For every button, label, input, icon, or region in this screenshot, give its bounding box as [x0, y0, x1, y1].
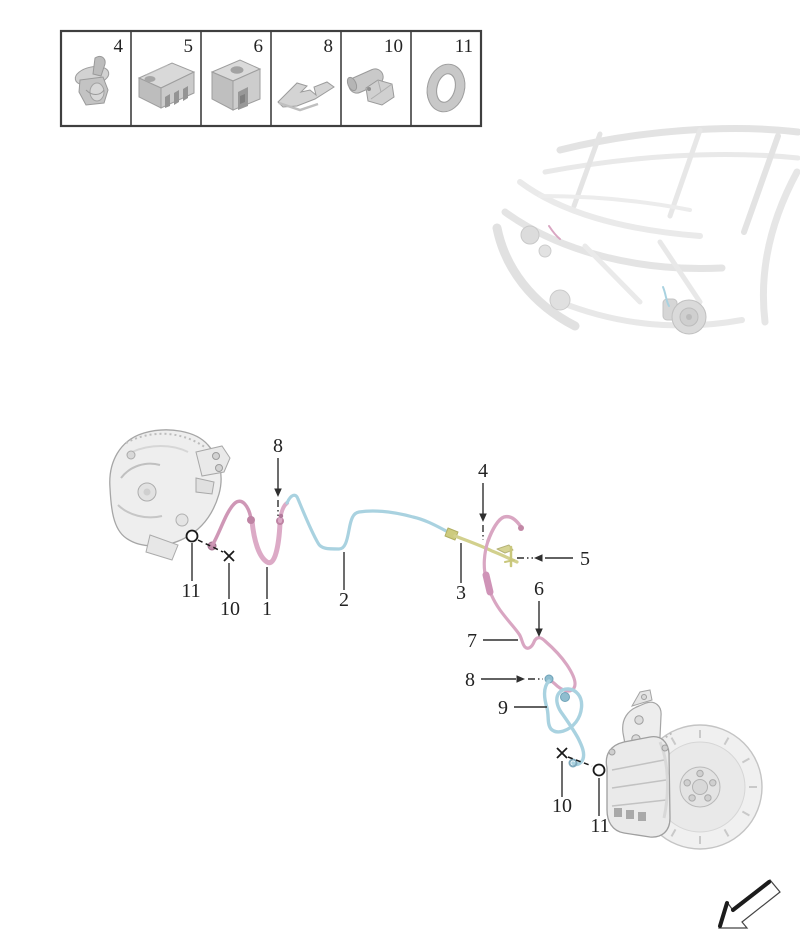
callout-label-9: 9 [498, 697, 508, 719]
legend-number-4: 4 [114, 36, 124, 57]
callout-label-5: 5 [580, 548, 590, 570]
brake-line-7-stub [486, 514, 523, 543]
triple-line-bracket-part-icon [137, 62, 196, 109]
callout-label-4: 4 [478, 460, 488, 482]
hose-retaining-clip-part-icon [74, 55, 110, 106]
brake-hose-9 [542, 679, 586, 767]
front-right-brake-assembly [605, 689, 763, 850]
brake-hose-1-arch [211, 499, 253, 546]
callout-label-11-right: 11 [590, 815, 609, 837]
overview-blue-line-highlight [662, 286, 670, 307]
callout-5[interactable]: 5 [517, 548, 590, 570]
union-screw-marker-right [556, 747, 568, 759]
brake-line-7 [482, 539, 577, 693]
clip-8-position-left [278, 513, 284, 519]
line-7-sleeve [482, 571, 494, 596]
callout-7[interactable]: 7 [467, 630, 518, 652]
brake-line-3 [453, 534, 519, 564]
hose-1-collar-left [247, 516, 255, 524]
legend-cell-6[interactable]: 6 [201, 31, 271, 126]
hose-9-collar [560, 692, 570, 702]
callout-11-left[interactable]: 11 [181, 543, 201, 602]
line-bracket-block-part-icon [210, 59, 262, 111]
line-clip-joint [444, 527, 459, 541]
legend-number-8: 8 [324, 36, 334, 57]
legend-cell-11[interactable]: 11 [411, 31, 481, 126]
hose-9-banjo-end [568, 758, 578, 768]
callout-label-10-left: 10 [220, 598, 240, 620]
callout-2[interactable]: 2 [339, 552, 349, 611]
callout-1[interactable]: 1 [262, 567, 272, 620]
callout-label-7: 7 [467, 630, 477, 652]
callout-4[interactable]: 4 [478, 460, 488, 540]
callouts: 8 11 10 1 2 3 4 5 [181, 435, 609, 837]
spring-clip-part-icon [277, 81, 335, 112]
legend-cell-10[interactable]: 10 [341, 31, 411, 126]
callout-label-8-top: 8 [273, 435, 283, 457]
legend-table: 4 5 [59, 29, 483, 128]
callout-label-2: 2 [339, 589, 349, 611]
callout-9[interactable]: 9 [498, 697, 547, 719]
callout-label-8-right: 8 [465, 669, 475, 691]
front-left-brake-assembly [109, 429, 231, 561]
callout-10-left[interactable]: 10 [220, 563, 240, 620]
brake-hose-1-loop [249, 518, 283, 566]
brake-line-2 [285, 493, 454, 551]
hardware-markers [185, 529, 606, 777]
rotor-lug-holes [683, 769, 717, 802]
legend-number-11: 11 [455, 36, 473, 57]
legend-number-6: 6 [254, 36, 264, 57]
legend-number-5: 5 [184, 36, 194, 57]
seal-ring-marker-left [185, 529, 199, 543]
callout-8-top[interactable]: 8 [273, 435, 283, 516]
union-screw-part-icon [346, 68, 395, 106]
legend-cell-8[interactable]: 8 [271, 31, 341, 126]
callout-label-11-left: 11 [181, 580, 200, 602]
callout-label-6: 6 [534, 578, 544, 600]
legend-cell-4[interactable]: 4 [61, 31, 131, 126]
legend-cell-5[interactable]: 5 [131, 31, 201, 126]
callout-10-right[interactable]: 10 [552, 761, 572, 817]
union-screw-marker-left [223, 550, 235, 562]
brake-lines [207, 493, 586, 768]
direction-arrow-icon [718, 879, 781, 929]
chassis-overview-illustration [492, 125, 800, 335]
overview-pink-line-highlight [548, 225, 561, 240]
callout-label-10-right: 10 [552, 795, 572, 817]
seal-ring-part-icon [426, 63, 466, 113]
bracket-5-target [496, 544, 514, 554]
callout-6[interactable]: 6 [534, 578, 544, 637]
callout-11-right[interactable]: 11 [590, 778, 610, 837]
callout-3[interactable]: 3 [456, 543, 466, 604]
legend-number-10: 10 [384, 36, 403, 57]
callout-8-right[interactable]: 8 [465, 669, 543, 691]
seal-ring-marker-right [592, 763, 606, 777]
callout-label-3: 3 [456, 582, 466, 604]
callout-label-1: 1 [262, 598, 272, 620]
